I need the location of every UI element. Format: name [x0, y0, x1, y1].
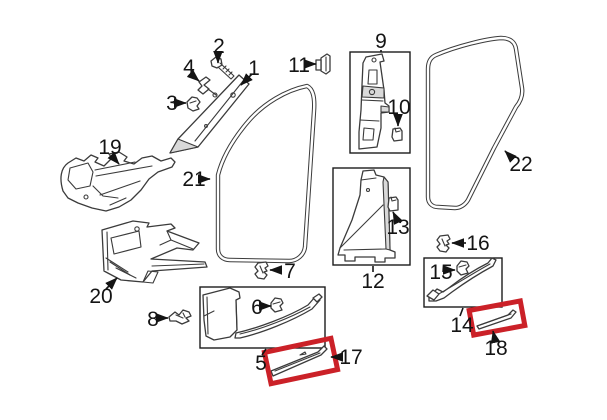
part-6-detail: [272, 301, 281, 305]
part-14-frame-box: [423, 257, 503, 308]
part-14-rear-door-scuff-plate[interactable]: [426, 257, 497, 302]
part-2-outline[interactable]: [210, 56, 223, 69]
part-5-front-door-scuff-plate[interactable]: [202, 287, 323, 341]
part-5-sill-details: [239, 293, 323, 335]
part-12-center-pillar-lower-garnish[interactable]: [337, 169, 396, 263]
callout-19[interactable]: 19: [98, 136, 121, 159]
part-10-outline[interactable]: [391, 127, 403, 142]
part-1-details: [169, 80, 244, 154]
callout-14[interactable]: 14: [450, 314, 474, 337]
part-2-details: [217, 62, 235, 80]
part-7-detail: [259, 265, 264, 274]
part-2-bolt[interactable]: [210, 56, 235, 80]
part-17-sill-plate-insert[interactable]: [270, 345, 328, 377]
callout-6[interactable]: 6: [251, 296, 263, 319]
part-10-detail: [394, 127, 401, 133]
callout-12[interactable]: 12: [361, 270, 384, 293]
part-22-inner-line: [426, 36, 524, 210]
part-13-detail: [390, 196, 397, 202]
callout-labels: 1 2 3 4 5 6 7 8 9 10 11 12 13 14 15 16 1…: [89, 30, 532, 375]
part-10-clip[interactable]: [391, 127, 403, 142]
part-18-sill-plate-insert[interactable]: [476, 309, 517, 330]
callout-16[interactable]: 16: [466, 232, 489, 255]
part-4-outline[interactable]: [197, 76, 211, 95]
callout-13[interactable]: 13: [386, 216, 409, 239]
part-22-rear-door-opening-seal[interactable]: [425, 35, 525, 211]
part-20-cowl-trim-panel[interactable]: [101, 220, 208, 284]
part-12-details: [339, 176, 391, 251]
part-18-detail: [479, 313, 512, 326]
part-12-frame-box: [332, 167, 411, 266]
part-13-clip[interactable]: [387, 196, 399, 212]
part-15-push-clip[interactable]: [456, 260, 470, 276]
part-15-detail: [458, 264, 467, 268]
part-20-outline[interactable]: [101, 220, 208, 283]
callout-8[interactable]: 8: [147, 308, 159, 331]
part-21-outline[interactable]: [215, 83, 317, 264]
callout-leaders: [105, 50, 517, 362]
callout-9[interactable]: 9: [375, 30, 387, 53]
callout-2[interactable]: 2: [213, 35, 225, 58]
part-9-frame-box: [349, 51, 411, 154]
part-21-front-door-opening-seal[interactable]: [215, 83, 317, 264]
part-13-outline[interactable]: [387, 196, 399, 212]
callout-1[interactable]: 1: [248, 57, 260, 80]
callout-7[interactable]: 7: [284, 260, 296, 283]
part-6-outline[interactable]: [270, 297, 284, 313]
part-19-details: [67, 161, 153, 206]
part-5-details: [203, 296, 238, 335]
part-5-frame-box: [199, 286, 326, 349]
part-16-clip[interactable]: [436, 234, 451, 253]
part-5-sill-strip[interactable]: [234, 296, 321, 339]
part-19-outline[interactable]: [60, 151, 176, 212]
part-8-grommet[interactable]: [168, 309, 192, 325]
part-4-bracket-clip[interactable]: [197, 76, 218, 98]
part-1-windshield-pillar-garnish[interactable]: [169, 74, 250, 154]
callout-10[interactable]: 10: [387, 96, 410, 119]
part-6-push-clip[interactable]: [270, 297, 284, 313]
part-3-push-clip[interactable]: [186, 96, 201, 112]
callout-15[interactable]: 15: [429, 261, 452, 284]
part-3-detail: [189, 100, 197, 104]
part-21-inner-line: [216, 84, 316, 263]
part-20-details: [105, 226, 205, 284]
part-14-details: [426, 263, 491, 301]
part-19-cowl-side-trim[interactable]: [60, 151, 176, 212]
part-9-center-pillar-upper-garnish[interactable]: [358, 53, 390, 150]
part-7-clip[interactable]: [254, 261, 269, 280]
callout-3[interactable]: 3: [166, 92, 178, 115]
callout-21[interactable]: 21: [182, 168, 205, 191]
callout-22[interactable]: 22: [509, 153, 532, 176]
part-11-clip[interactable]: [315, 53, 331, 75]
part-16-detail: [441, 238, 446, 247]
callout-5[interactable]: 5: [255, 352, 267, 375]
callout-4[interactable]: 4: [183, 56, 195, 79]
callout-20[interactable]: 20: [89, 285, 112, 308]
part-9-details: [359, 57, 390, 141]
part-17-details: [274, 351, 321, 372]
callout-11[interactable]: 11: [288, 54, 310, 77]
highlight-box-part-18: [466, 298, 528, 338]
part-4-details: [207, 88, 218, 98]
part-8-details: [175, 312, 186, 319]
part-15-outline[interactable]: [456, 260, 470, 276]
callout-17[interactable]: 17: [339, 346, 362, 369]
callout-18[interactable]: 18: [484, 337, 507, 360]
part-3-outline[interactable]: [186, 96, 201, 112]
